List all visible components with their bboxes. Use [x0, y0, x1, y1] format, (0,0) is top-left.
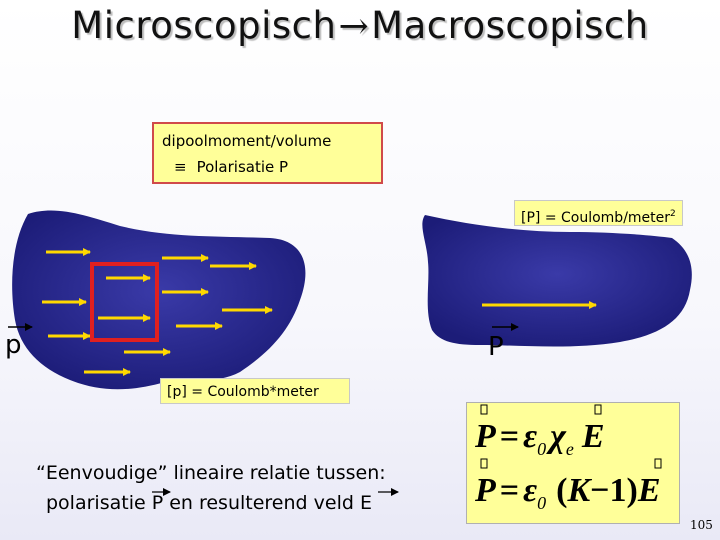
- definition-term: Polarisatie P: [196, 158, 289, 176]
- unit-box-p: [p] = Coulomb*meter: [160, 378, 350, 404]
- slide-title: Microscopisch→Macroscopisch: [0, 4, 720, 47]
- title-left: Microscopisch: [71, 4, 337, 47]
- caption-line-1: “Eenvoudige” lineaire relatie tussen:: [36, 462, 386, 484]
- caption: “Eenvoudige” lineaire relatie tussen: po…: [36, 458, 386, 518]
- definition-box: dipoolmoment/volume ≡ Polarisatie P: [152, 122, 383, 184]
- definition-line-2: ≡ Polarisatie P: [174, 156, 288, 178]
- label-P: P: [488, 332, 504, 362]
- vector-mark: [594, 404, 602, 415]
- equation-2: P=ε0(K−1)E: [474, 472, 661, 513]
- vector-mark: [480, 404, 488, 415]
- unit-box-P: [P] = Coulomb/meter2: [514, 200, 683, 226]
- page-number: 105: [690, 518, 713, 532]
- vector-mark: [654, 458, 662, 469]
- macro-dielectric-region: [422, 215, 692, 347]
- unit-P-text: [P] = Coulomb/meter: [521, 210, 671, 226]
- definition-line-1: dipoolmoment/volume: [162, 132, 332, 150]
- caption-line-2: polarisatie P en resulterend veld E: [46, 492, 372, 514]
- unit-P-exponent: 2: [670, 209, 676, 219]
- right-arrow-icon: →: [338, 6, 370, 47]
- unit-p-text: [p] = Coulomb*meter: [167, 384, 319, 400]
- micro-dipole-arrows: [42, 248, 273, 376]
- title-right: Macroscopisch: [371, 4, 649, 47]
- label-p: p: [5, 330, 22, 360]
- equivalence-symbol: ≡: [174, 158, 187, 176]
- vector-mark: [480, 458, 488, 469]
- volume-highlight-box: [90, 262, 159, 342]
